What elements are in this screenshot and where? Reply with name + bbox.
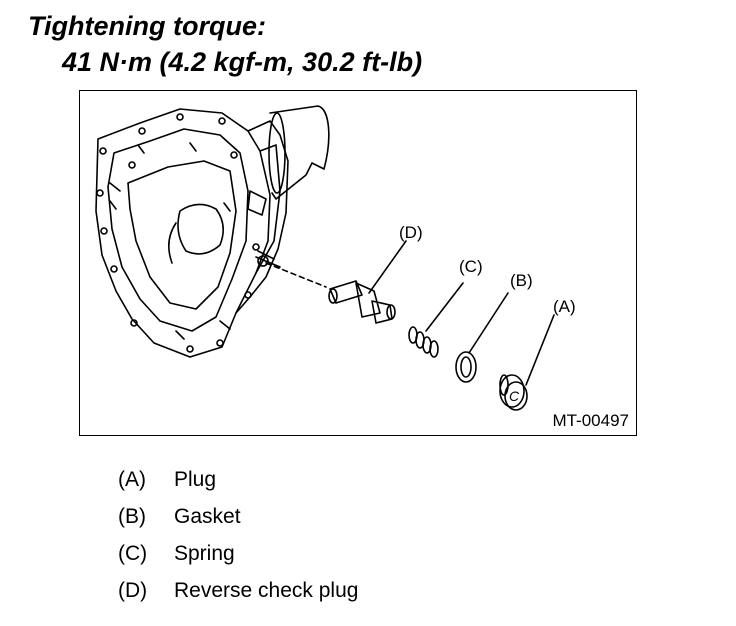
legend-key: (D) <box>118 579 148 602</box>
transmission-case <box>95 105 330 358</box>
callout-d: (D) <box>399 223 423 242</box>
figure-id: MT-00497 <box>552 411 629 430</box>
legend-label: Plug <box>174 468 217 491</box>
gasket-part <box>455 292 509 383</box>
callout-b: (B) <box>510 271 533 290</box>
legend-label: Spring <box>174 542 235 565</box>
legend-label: Gasket <box>174 505 241 528</box>
spring-part <box>408 282 464 358</box>
reverse-check-plug-part <box>328 240 407 324</box>
callout-a: (A) <box>553 297 576 316</box>
legend-key: (C) <box>118 542 148 565</box>
plug-marking: C <box>509 388 520 404</box>
exploded-view-figure: (D) (C) (B) (A) C MT-00497 <box>79 90 637 436</box>
legend-key: (B) <box>118 505 146 528</box>
legend-key: (A) <box>118 468 146 491</box>
torque-value: 41 N·m (4.2 kgf-m, 30.2 ft-lb) <box>62 47 423 77</box>
exploded-view-drawing <box>95 105 555 411</box>
legend-label: Reverse check plug <box>174 579 359 602</box>
torque-title: Tightening torque: <box>28 11 266 41</box>
callout-c: (C) <box>459 257 483 276</box>
plug-part <box>499 314 555 411</box>
